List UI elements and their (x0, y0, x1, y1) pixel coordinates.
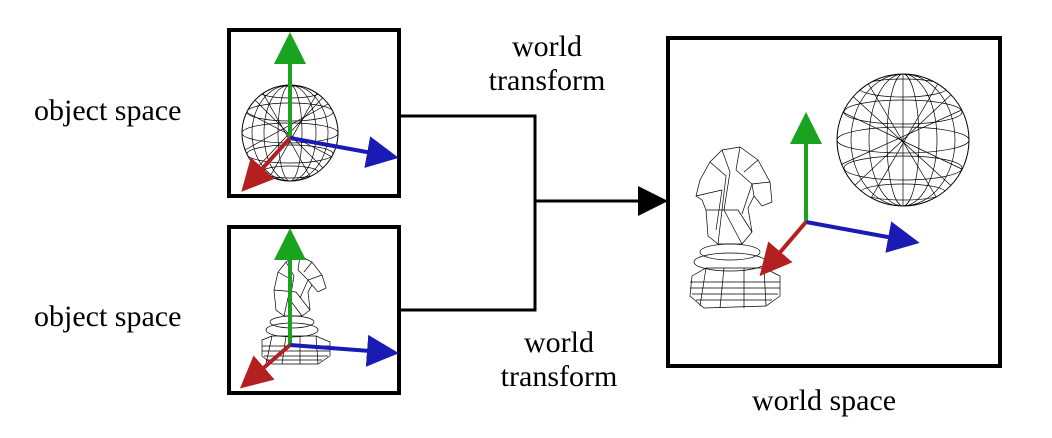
world-space-box (666, 36, 1002, 368)
knight-wireframe-icon (689, 146, 781, 309)
world-space-label: world space (752, 384, 897, 417)
world-transform-line1: world (524, 326, 594, 359)
axes-gizmo-icon (239, 228, 399, 389)
world-transform-label-bottom: world transform (484, 326, 634, 394)
object-space-label-top: object space (34, 94, 182, 127)
transform-connector (399, 114, 668, 312)
world-transform-line2: transform (488, 64, 606, 97)
object-space-box-bottom (227, 225, 401, 395)
sphere-wireframe-icon (836, 73, 970, 207)
axes-gizmo-icon (759, 112, 920, 277)
object-space-label-bottom: object space (34, 300, 182, 333)
object-space-box-top (227, 28, 401, 198)
axes-gizmo-icon (241, 32, 399, 192)
world-transform-line2: transform (500, 360, 618, 393)
world-transform-line1: world (512, 30, 582, 63)
world-transform-label-top: world transform (472, 30, 622, 98)
